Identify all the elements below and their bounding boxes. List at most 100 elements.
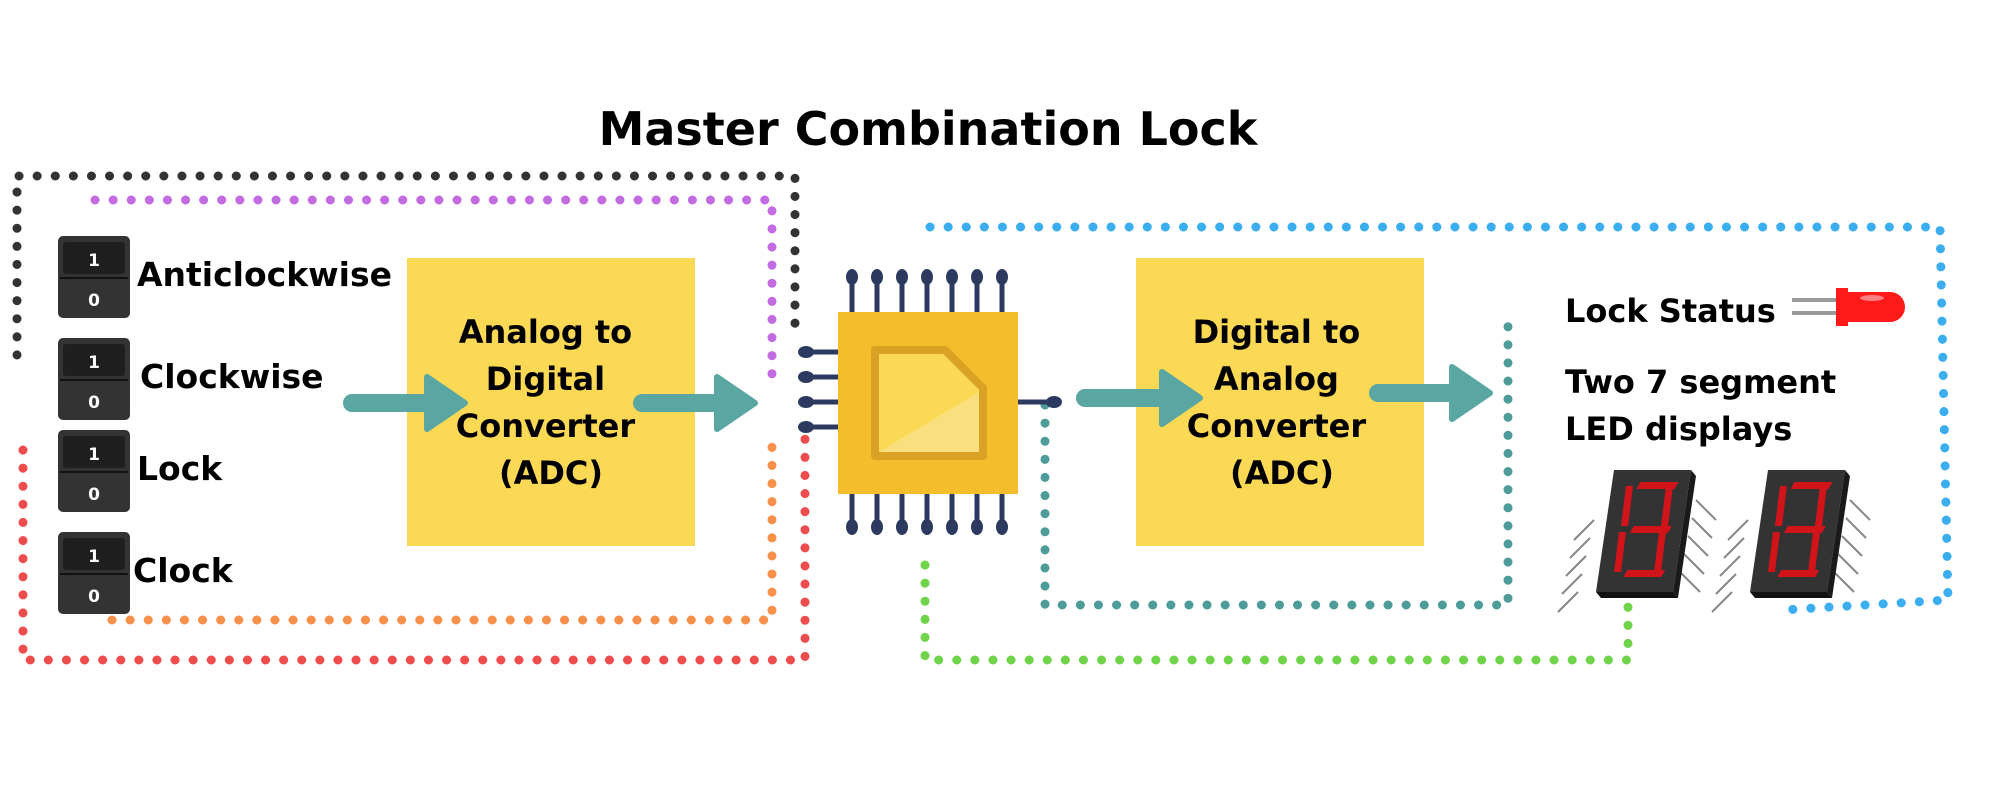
chip-pin-pad [996, 519, 1008, 535]
display-leg [1573, 519, 1595, 541]
lock-status-label: Lock Status [1565, 292, 1776, 330]
display-leg [1841, 535, 1863, 557]
seven-segment-displays [1557, 470, 1871, 613]
switch-top-half [63, 344, 125, 376]
chip-pin-pad [798, 346, 814, 358]
display-bottom [1596, 592, 1678, 598]
wire-red [18, 425, 810, 665]
display-side [1827, 470, 1850, 598]
display-leg [1569, 537, 1591, 559]
display-leg [1837, 553, 1859, 575]
display-label-line: Two 7 segment [1565, 363, 1836, 401]
display-leg [1727, 519, 1749, 541]
wire-orange [107, 425, 777, 625]
chip-pin-pad [921, 519, 933, 535]
display-leg [1711, 591, 1733, 613]
display-leg [1723, 537, 1745, 559]
dac-label-line: Analog [1214, 360, 1339, 398]
dac-label-line: Digital to [1193, 313, 1361, 351]
display-bottom [1750, 592, 1832, 598]
chip-pin-pad [946, 519, 958, 535]
display-leg [1691, 517, 1713, 539]
dac-label-line: Converter [1187, 407, 1367, 445]
wire-group [12, 171, 1953, 665]
switch-on-digit: 1 [88, 251, 100, 271]
display-segment [1768, 532, 1780, 572]
toggle-switch-icon: 1 0 Lock [58, 430, 223, 512]
display-segment [1629, 526, 1672, 533]
display-leg [1561, 573, 1583, 595]
led-dome [1846, 292, 1905, 322]
toggle-switch-icon: 1 0 Anticlockwise [58, 236, 392, 318]
arrow-head [714, 374, 758, 432]
switch-off-digit: 0 [88, 587, 100, 607]
switch-label: Clockwise [140, 357, 324, 396]
chip-pin-pad [996, 269, 1008, 285]
chip-pin-pad [971, 269, 983, 285]
display-leg [1557, 591, 1579, 613]
display-label-line: LED displays [1565, 410, 1792, 448]
switch-label: Anticlockwise [137, 255, 392, 294]
chip-pin-pad [871, 269, 883, 285]
display-segment [1808, 532, 1820, 572]
flow-arrow [1369, 364, 1493, 422]
toggle-switch-icon: 1 0 Clockwise [58, 338, 324, 420]
chip-pin-pad [896, 269, 908, 285]
display-segment [1614, 532, 1626, 572]
arrow-head [1159, 369, 1203, 427]
adc-label-line: Digital [486, 360, 605, 398]
red-led-icon [1792, 288, 1905, 326]
chip-pin-pad [971, 519, 983, 535]
display-leg [1687, 535, 1709, 557]
switch-on-digit: 1 [88, 547, 100, 567]
chip-pin-pad [798, 371, 814, 383]
adc-label: Analog to Digital Converter (ADC) [456, 313, 647, 492]
switch-top-half [63, 436, 125, 468]
display-segment [1661, 486, 1673, 526]
switch-label: Clock [133, 551, 234, 590]
chip-pin-pad [1046, 396, 1062, 408]
display-segment [1654, 532, 1666, 572]
switch-off-digit: 0 [88, 393, 100, 413]
wire-purple [90, 195, 777, 385]
display-leg [1715, 573, 1737, 595]
seven-segment-display-icon [1557, 470, 1717, 613]
display-leg [1683, 553, 1705, 575]
chip-die-shine [879, 392, 979, 452]
chip-pin-pad [846, 269, 858, 285]
display-leg [1565, 555, 1587, 577]
switch-off-digit: 0 [88, 291, 100, 311]
display-segment [1815, 486, 1827, 526]
wire-black [12, 171, 800, 360]
led-highlight [1860, 295, 1884, 301]
display-segment [1621, 486, 1633, 526]
display-leg [1719, 555, 1741, 577]
seven-segment-display-icon [1711, 470, 1871, 613]
display-segment [1783, 526, 1826, 533]
display-leg [1679, 571, 1701, 593]
display-leg [1695, 499, 1717, 521]
adc-label-line: Analog to [459, 313, 632, 351]
toggle-switch-icon: 1 0 Clock [58, 532, 234, 614]
switch-top-half [63, 538, 125, 570]
chip-pin-pad [921, 269, 933, 285]
chip-pin-pad [896, 519, 908, 535]
flow-arrow [343, 374, 468, 432]
microchip-icon [798, 269, 1062, 535]
switch-on-digit: 1 [88, 353, 100, 373]
flow-arrow [1076, 369, 1203, 427]
wire-green [920, 560, 1633, 665]
display-leg [1849, 499, 1871, 521]
display-leg [1833, 571, 1855, 593]
display-segment [1775, 486, 1787, 526]
chip-pin-pad [946, 269, 958, 285]
chip-pin-pad [871, 519, 883, 535]
wire-teal [1040, 305, 1513, 610]
switch-off-digit: 0 [88, 485, 100, 505]
switch-on-digit: 1 [88, 445, 100, 465]
arrow-head [1449, 364, 1493, 422]
led-rim [1836, 288, 1848, 326]
switch-label: Lock [137, 449, 223, 488]
